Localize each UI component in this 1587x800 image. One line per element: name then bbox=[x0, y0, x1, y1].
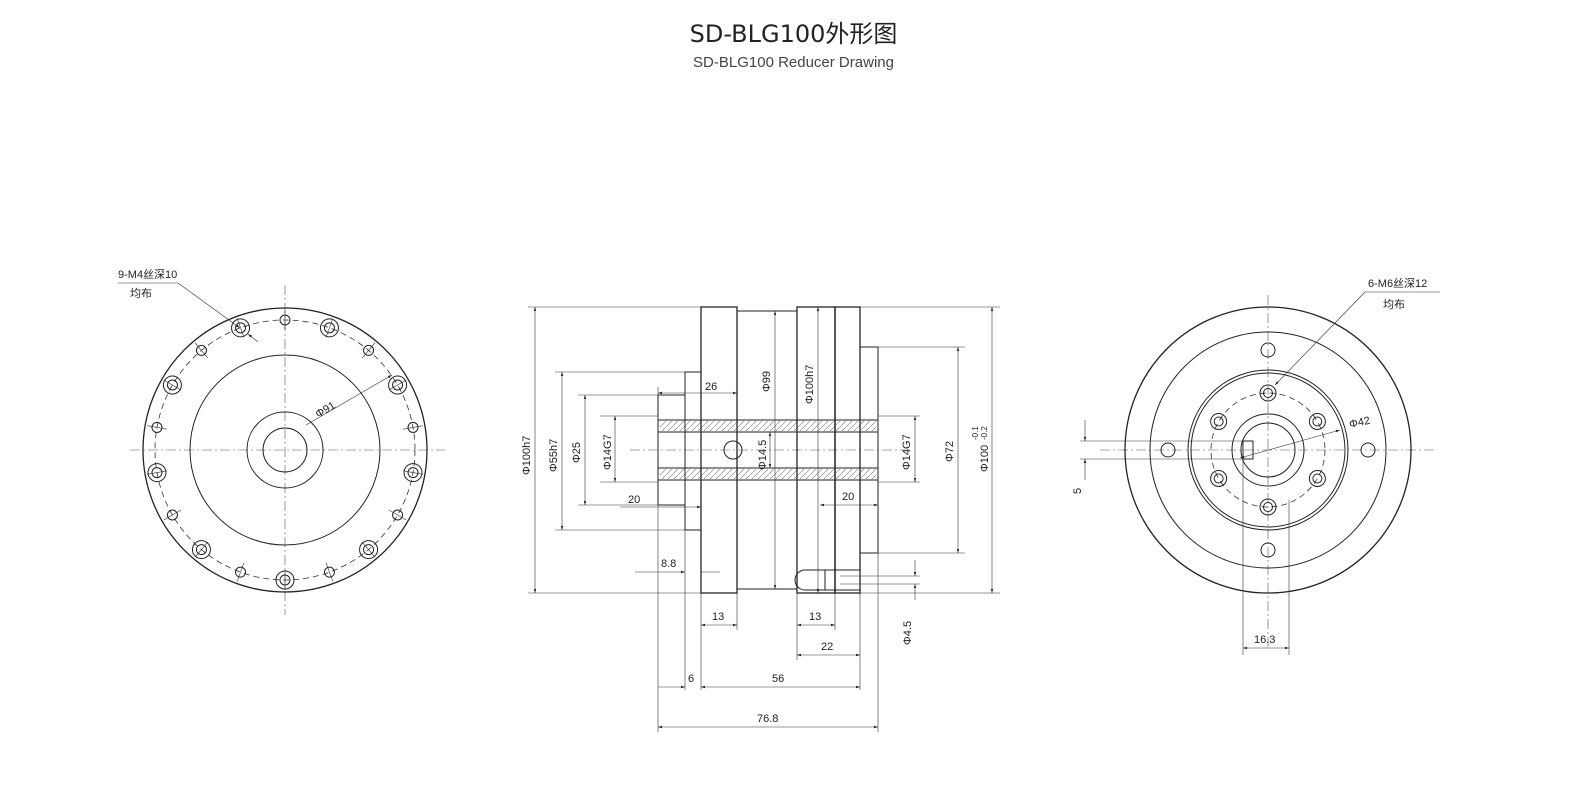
bolt-hole-small bbox=[166, 509, 178, 521]
dim-20-left: 20 bbox=[628, 494, 640, 506]
dim-phi4-5: Φ4.5 bbox=[902, 621, 914, 645]
bolt-hole-small bbox=[323, 566, 335, 578]
dim-16-3: 16.3 bbox=[1254, 634, 1275, 646]
section-view: Φ100h7 Φ55h7 Φ25 Φ14G7 Φ99 Φ100h7 Φ14.5 … bbox=[521, 306, 1000, 732]
m6-hole bbox=[1308, 413, 1326, 430]
front-view-left: Φ91 9-M4丝深10 均布 bbox=[118, 268, 445, 615]
m6-hole bbox=[1210, 413, 1228, 430]
hatch-top bbox=[659, 420, 877, 432]
dim-phi72: Φ72 bbox=[944, 441, 956, 462]
second-circle bbox=[1149, 331, 1387, 569]
dim-13-left: 13 bbox=[712, 611, 724, 623]
bolt-hole-small bbox=[235, 566, 247, 578]
drawing-subtitle: SD-BLG100 Reducer Drawing bbox=[693, 54, 894, 71]
spigot-circle bbox=[1187, 369, 1349, 531]
dim-phi91: Φ91 bbox=[314, 400, 338, 421]
dim-22: 22 bbox=[821, 641, 833, 653]
dim-phi100-tol: Φ100 bbox=[979, 445, 991, 472]
dim-phi100h7: Φ100h7 bbox=[521, 436, 533, 475]
inner-shoulder-circle bbox=[189, 354, 381, 546]
dim-phi14g7-left: Φ14G7 bbox=[602, 434, 614, 470]
dim-6: 6 bbox=[688, 673, 694, 685]
bolt-hole-large bbox=[403, 463, 423, 483]
dim-26: 26 bbox=[705, 381, 717, 393]
bore-circle bbox=[262, 427, 308, 473]
cross-hole bbox=[723, 440, 743, 460]
dim-56: 56 bbox=[772, 673, 784, 685]
note-even: 均布 bbox=[130, 287, 152, 300]
dim-8-8: 8.8 bbox=[661, 558, 676, 570]
m6-hole bbox=[1308, 470, 1326, 487]
outer-circle bbox=[1124, 306, 1412, 594]
bolt-hole-large bbox=[231, 318, 251, 338]
hatch-bottom bbox=[659, 468, 877, 480]
dim-phi42: Φ42 bbox=[1348, 415, 1371, 431]
bolt-hole-small bbox=[392, 509, 404, 521]
dim-20-right: 20 bbox=[842, 491, 854, 503]
dim-phi14-5: Φ14.5 bbox=[757, 440, 769, 470]
dim-phi100h7-inner: Φ100h7 bbox=[804, 365, 816, 404]
dim-phi55h7: Φ55h7 bbox=[548, 439, 560, 472]
dim-phi99: Φ99 bbox=[761, 371, 773, 392]
m6-holes bbox=[1210, 384, 1326, 516]
hub-outer-circle bbox=[246, 411, 324, 489]
bolt-hole-small bbox=[151, 421, 163, 433]
bolt-hole-large bbox=[147, 463, 167, 483]
m6-hole bbox=[1210, 470, 1228, 487]
bolt-hole-large bbox=[319, 318, 339, 338]
dim-13-right: 13 bbox=[809, 611, 821, 623]
dim-phi25: Φ25 bbox=[571, 442, 583, 463]
note-m4: 9-M4丝深10 bbox=[118, 268, 177, 281]
dim-5: 5 bbox=[1072, 488, 1084, 494]
bolt-hole-small bbox=[363, 344, 375, 356]
bolt-hole-large bbox=[162, 375, 182, 395]
bolt-hole-large bbox=[359, 540, 379, 560]
dim-76-8: 76.8 bbox=[757, 713, 778, 725]
output-view-right: 6-M6丝深12 均布 Φ42 5 16.3 bbox=[1072, 277, 1440, 655]
bolt-hole-small bbox=[195, 344, 207, 356]
bolt-holes bbox=[147, 310, 423, 590]
dim-phi100-tol-lower: -0.2 bbox=[980, 426, 989, 440]
outer-flange-circle bbox=[142, 307, 428, 593]
m6-hole bbox=[1259, 384, 1277, 402]
bolt-hole-large bbox=[191, 540, 211, 560]
bolt-hole-small bbox=[407, 421, 419, 433]
dim-phi100-tol-upper: -0.1 bbox=[971, 426, 980, 440]
dim-phi14g7-right: Φ14G7 bbox=[901, 434, 913, 470]
note-even-right: 均布 bbox=[1383, 298, 1405, 311]
drawing-title: SD-BLG100外形图 bbox=[689, 20, 898, 48]
m6-hole bbox=[1259, 498, 1277, 516]
note-m6: 6-M6丝深12 bbox=[1368, 277, 1427, 290]
bolt-hole-large bbox=[388, 375, 408, 395]
